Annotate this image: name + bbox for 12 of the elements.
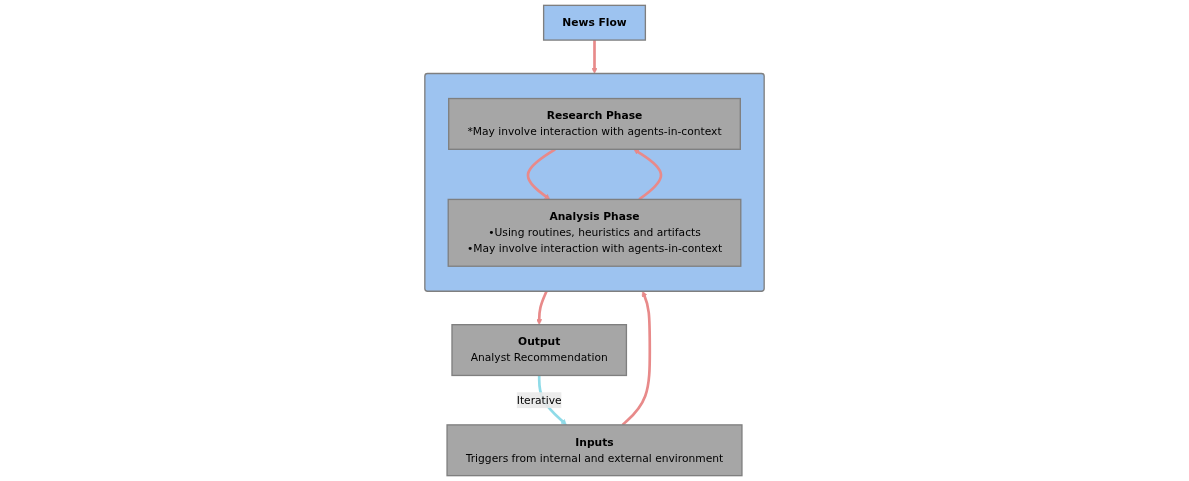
node-box: Research Phase *May involve interaction with agents-in-context xyxy=(448,97,741,150)
node-box: Output Analyst Recommendation xyxy=(451,324,628,377)
arrow xyxy=(621,291,652,426)
node-box: Inputs Triggers from internal and external environment xyxy=(446,424,743,477)
arrow xyxy=(536,290,548,325)
cluster xyxy=(424,72,765,292)
arrow xyxy=(633,149,663,201)
arrow xyxy=(526,148,556,200)
arrow xyxy=(591,40,598,74)
node-box: Analysis Phase •Using routines, heuristics and artifacts •May involve interaction with agents-in-context xyxy=(447,198,742,267)
edge-label: Iterative xyxy=(516,393,562,407)
node-box: News Flow xyxy=(542,4,647,41)
